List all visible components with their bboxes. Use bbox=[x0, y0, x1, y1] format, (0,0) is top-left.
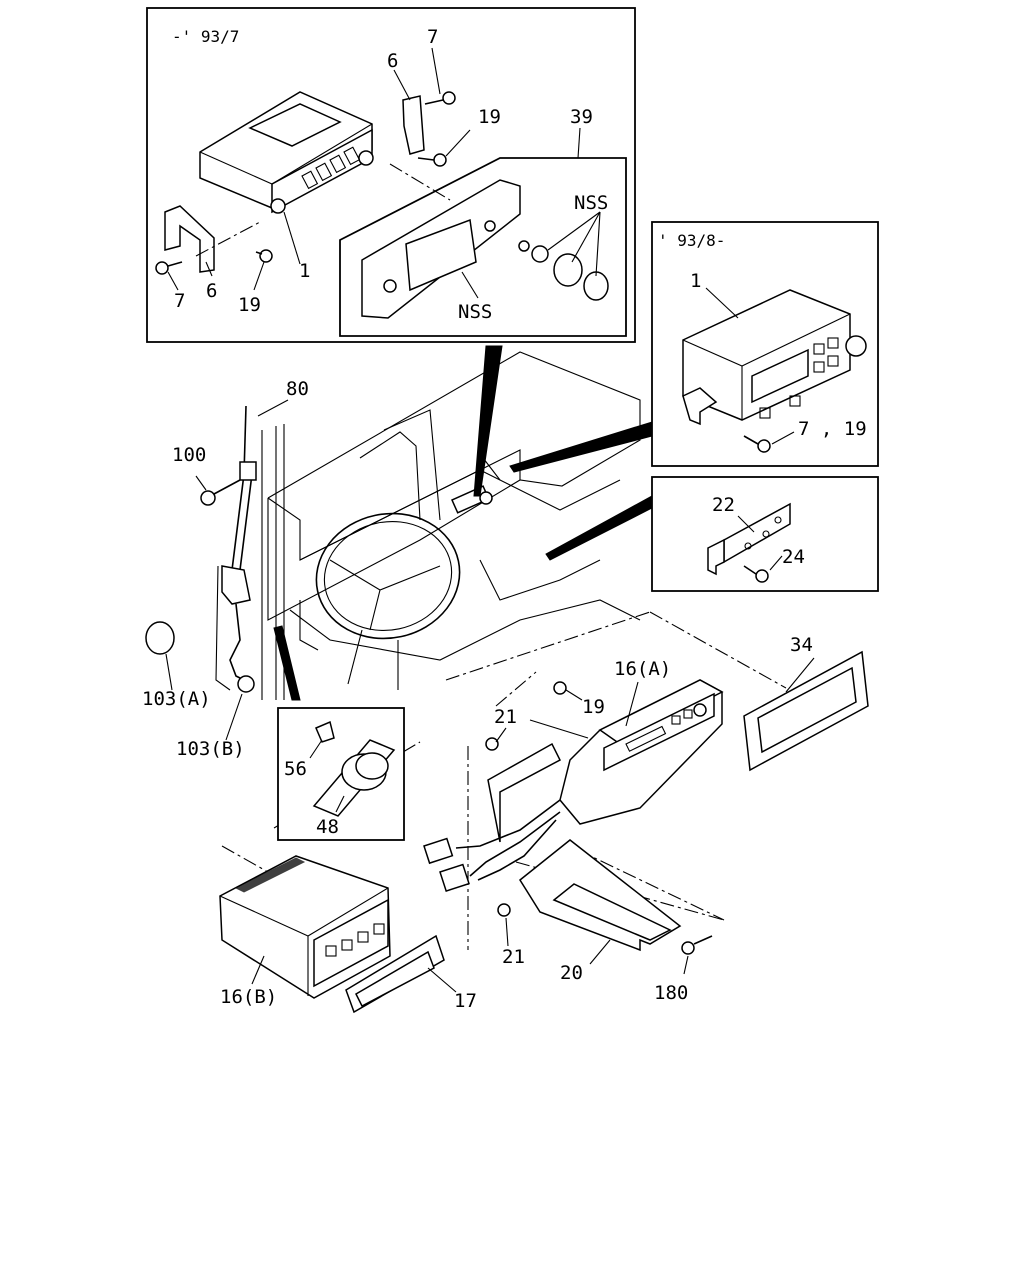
callout-7: 7 bbox=[427, 26, 438, 48]
callout-103b: 103(B) bbox=[176, 738, 245, 760]
callout-48: 48 bbox=[316, 816, 339, 838]
panel-late-radio bbox=[651, 221, 879, 467]
early-radio-unit bbox=[199, 91, 374, 214]
faceplate-39 bbox=[361, 179, 609, 319]
callout-1: 1 bbox=[690, 270, 701, 292]
screw-icon bbox=[755, 569, 769, 583]
header-late: ' 93/8- bbox=[658, 231, 725, 250]
wire-harness bbox=[423, 799, 561, 892]
callout-34: 34 bbox=[790, 634, 813, 656]
callout-6: 6 bbox=[387, 50, 398, 72]
callout-20: 20 bbox=[560, 962, 583, 984]
steering-wheel bbox=[315, 512, 461, 640]
header-early: -' 93/7 bbox=[172, 27, 239, 46]
panel-speaker bbox=[277, 707, 405, 841]
bracket-6-left bbox=[164, 205, 215, 273]
bezel-34 bbox=[743, 650, 869, 772]
callout-19: 19 bbox=[582, 696, 605, 718]
screw-icon bbox=[200, 490, 216, 506]
callout-6: 6 bbox=[206, 280, 217, 302]
callout-16b: 16(B) bbox=[220, 986, 277, 1008]
callout-100: 100 bbox=[172, 444, 206, 466]
callout-19: 19 bbox=[478, 106, 501, 128]
late-radio-unit bbox=[682, 289, 867, 426]
antenna-80 bbox=[195, 399, 289, 693]
callout-nss: NSS bbox=[574, 192, 608, 214]
callout-39: 39 bbox=[570, 106, 593, 128]
callout-24: 24 bbox=[782, 546, 805, 568]
callout-16a: 16(A) bbox=[614, 658, 671, 680]
callout-nss: NSS bbox=[458, 301, 492, 323]
callout-17: 17 bbox=[454, 990, 477, 1012]
callout-80: 80 bbox=[286, 378, 309, 400]
callout-7: 7 bbox=[174, 290, 185, 312]
bezel-17 bbox=[345, 934, 457, 1014]
grommet-103a bbox=[145, 621, 175, 655]
callout-19: 19 bbox=[238, 294, 261, 316]
callout-21: 21 bbox=[494, 706, 517, 728]
panel-early-radio bbox=[146, 7, 636, 343]
callout-180: 180 bbox=[654, 982, 688, 1004]
callout-1: 1 bbox=[299, 260, 310, 282]
screw-icon bbox=[155, 91, 456, 275]
bracket-6-right bbox=[402, 95, 425, 155]
dashboard-scene bbox=[221, 345, 787, 950]
bracket-20 bbox=[487, 742, 682, 965]
callout-103a: 103(A) bbox=[142, 688, 211, 710]
radio-16a bbox=[559, 679, 724, 825]
callout-7-19: 7 , 19 bbox=[798, 418, 867, 440]
radio-16b bbox=[219, 855, 391, 999]
callout-56: 56 bbox=[284, 758, 307, 780]
callout-22: 22 bbox=[712, 494, 735, 516]
callout-21: 21 bbox=[502, 946, 525, 968]
screw-icon bbox=[757, 439, 771, 453]
screw-icon bbox=[485, 681, 713, 955]
panel-bracket bbox=[651, 476, 879, 592]
